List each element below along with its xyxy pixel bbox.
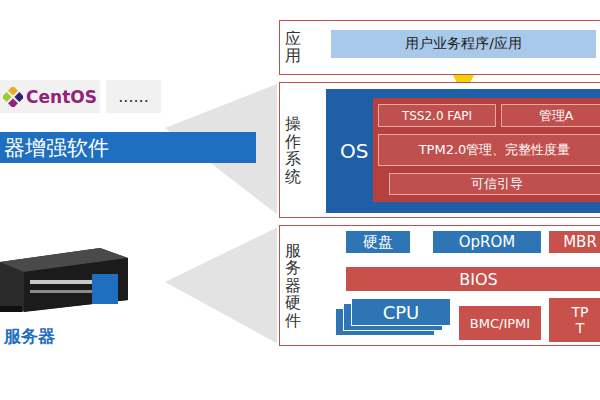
app-bar: 用户业务程序/应用 <box>331 30 596 58</box>
layer-label: 服务器硬件 <box>285 242 301 330</box>
module-box: TSS2.0 FAPI <box>378 104 496 127</box>
server-picture <box>0 248 128 312</box>
box-text: BIOS <box>459 270 497 289</box>
cpu-box: CPU <box>351 298 451 326</box>
box-text: BMC/IPMI <box>470 316 530 331</box>
hardware-box: MBR <box>549 231 600 253</box>
layer-label: 应用 <box>285 30 301 65</box>
box-text: TPM2.0管理、完整性度量 <box>419 141 571 159</box>
box-text: TSS2.0 FAPI <box>402 109 472 123</box>
module-box: 管理A <box>501 104 600 127</box>
layer-band: 服务器硬件 硬盘 OpROM MBR BIOS CPU BMC/IPMI TP T <box>279 225 600 346</box>
box-text: MBR <box>563 233 597 251</box>
box-text: TP T <box>569 304 591 336</box>
zoom-wedge <box>165 225 282 346</box>
device-label: 服务器 <box>4 325 55 348</box>
more-box: ...... <box>106 80 161 113</box>
box-text: CPU <box>383 302 420 323</box>
box-text: 可信引导 <box>471 175 523 193</box>
hardware-box: TP T <box>549 298 600 342</box>
box-text: 用户业务程序/应用 <box>405 35 522 53</box>
box-text: ...... <box>118 87 149 106</box>
box-text: 硬盘 <box>363 233 393 252</box>
os-area: OS TSS2.0 FAPI 管理A TPM2.0管理、完整性度量可信引导 <box>326 89 600 213</box>
box-text: CentOS <box>26 87 97 107</box>
software-bar: 器增强软件 <box>0 132 256 163</box>
module-box: TPM2.0管理、完整性度量 <box>378 134 600 166</box>
logo-icon <box>3 87 23 107</box>
os-logo-box: CentOS <box>0 80 100 113</box>
module-box: 可信引导 <box>389 173 600 195</box>
box-text: 管理A <box>539 107 574 125</box>
box-text: 器增强软件 <box>4 134 109 162</box>
layer-band: 应用 用户业务程序/应用 <box>279 20 600 75</box>
layer-band: 操作系统 OS TSS2.0 FAPI 管理A TPM2.0管理、完整性度量可信引导 <box>279 82 600 218</box>
hardware-box: 硬盘 <box>346 231 410 253</box>
layer-label: 操作系统 <box>285 115 301 185</box>
hardware-box: BMC/IPMI <box>459 306 541 340</box>
box-text: OS <box>340 139 368 163</box>
hardware-box: OpROM <box>433 231 541 253</box>
bios-bar: BIOS <box>346 267 600 291</box>
box-text: OpROM <box>459 233 516 251</box>
